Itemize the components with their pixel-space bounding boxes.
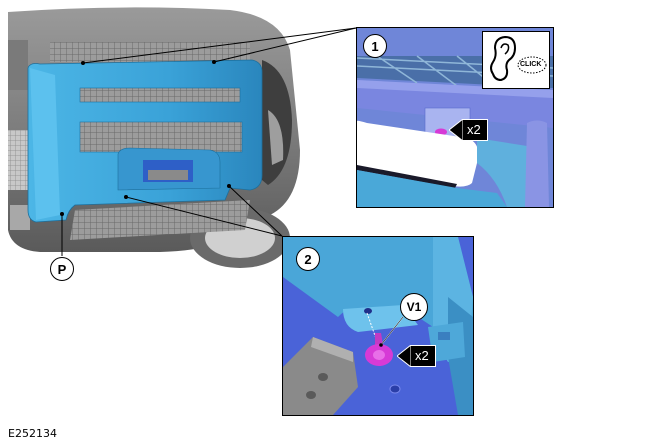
component-label-p: P xyxy=(50,257,74,281)
ear-click-icon-box: CLICK xyxy=(482,31,550,89)
quantity-tag-2: x2 xyxy=(411,345,436,367)
quantity-tag-1: x2 xyxy=(463,119,488,141)
quantity-arrow-tag-1: x2 xyxy=(449,119,488,141)
ear-click-icon xyxy=(490,35,547,82)
step-number-2: 2 xyxy=(296,247,320,271)
detail-2-illustration xyxy=(283,237,473,415)
figure-id: E252134 xyxy=(8,427,57,440)
arrow-left-icon xyxy=(397,345,411,367)
leader-lines xyxy=(61,27,357,256)
click-label: CLICK xyxy=(520,61,542,68)
detail-view-1: 1 CLICK x2 xyxy=(356,27,554,208)
step-number-1: 1 xyxy=(363,34,387,58)
fastener-label-v1: V1 xyxy=(400,293,428,321)
grille-panel-p xyxy=(27,59,263,223)
detail-view-2: 2 V1 x2 xyxy=(282,236,474,416)
quantity-arrow-tag-2: x2 xyxy=(397,345,436,367)
arrow-left-icon xyxy=(449,119,463,141)
